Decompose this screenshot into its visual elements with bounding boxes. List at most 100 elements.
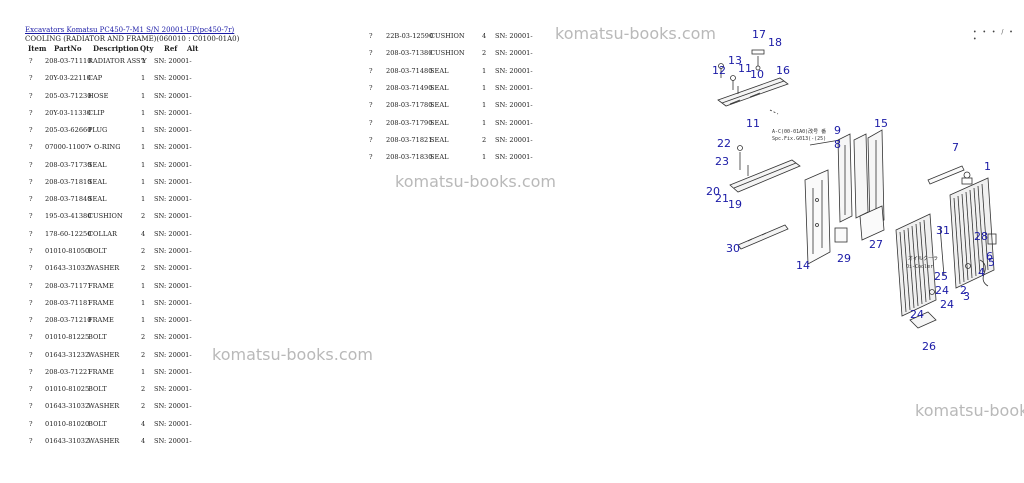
- cell-desc: CUSHION: [88, 212, 123, 221]
- cell-ref: SN: 20001-: [154, 195, 192, 204]
- callout-number: 6: [986, 250, 993, 263]
- cell-desc: WASHER: [88, 350, 120, 359]
- cell-item: ?: [29, 419, 33, 428]
- cell-desc: SEAL: [430, 66, 449, 75]
- cell-qty: 2: [482, 49, 487, 58]
- diagram-note: Spc.Fix.G013(-(25): [772, 136, 826, 142]
- cell-desc: CUSHION: [430, 32, 465, 40]
- cell-item: ?: [29, 264, 33, 273]
- callout-number: 12: [712, 64, 726, 77]
- cell-part-no: 195-03-41380: [45, 212, 92, 221]
- cell-item: ?: [369, 32, 373, 40]
- cell-part-no: 01643-31032: [45, 436, 90, 445]
- cell-desc: SEAL: [430, 83, 449, 92]
- callout-number: 14: [796, 259, 810, 272]
- callout-number: 4: [978, 266, 985, 279]
- diagram-drawing: [717, 49, 997, 329]
- cell-desc: FRAME: [88, 316, 114, 325]
- cell-qty: 1: [482, 118, 487, 127]
- cell-qty: 1: [141, 143, 146, 152]
- page-marks: • • • / • •: [973, 29, 1015, 43]
- cell-item: ?: [29, 402, 33, 411]
- cell-qty: 1: [141, 57, 146, 65]
- cell-qty: 1: [141, 108, 146, 117]
- cell-part-no: 208-03-71480: [386, 66, 433, 75]
- col-qty: Qty: [140, 44, 154, 53]
- cell-item: ?: [29, 126, 33, 135]
- cell-ref: SN: 20001-: [495, 83, 533, 92]
- cell-ref: SN: 20001-: [495, 118, 533, 127]
- cell-qty: 1: [141, 74, 146, 83]
- cell-desc: WASHER: [88, 436, 120, 445]
- watermark: komatsu-books.com: [212, 345, 373, 364]
- cell-qty: 2: [482, 135, 487, 144]
- cell-part-no: 20Y-03-11330: [45, 108, 91, 117]
- cell-part-no: 01643-31232: [45, 350, 90, 359]
- cell-part-no: 208-03-71171: [45, 281, 92, 290]
- cell-part-no: 01010-81020: [45, 419, 90, 428]
- cell-desc: CUSHION: [430, 49, 465, 58]
- callout-number: 5: [988, 256, 995, 269]
- cell-desc: SEAL: [88, 160, 107, 169]
- cell-ref: SN: 20001-: [154, 419, 192, 428]
- cell-part-no: 22B-03-12590: [386, 32, 434, 40]
- cell-qty: 2: [141, 333, 146, 342]
- cell-item: ?: [369, 83, 373, 92]
- cell-part-no: 01643-31032: [45, 402, 90, 411]
- cell-qty: 1: [141, 367, 146, 376]
- cell-ref: SN: 20001-: [154, 229, 192, 238]
- cell-item: ?: [29, 91, 33, 100]
- cell-ref: SN: 20001-: [495, 135, 533, 144]
- cell-part-no: 07000-11007: [45, 143, 90, 152]
- callout-number: 11: [738, 62, 752, 75]
- callout-number: 31: [936, 224, 950, 237]
- cell-item: ?: [29, 298, 33, 307]
- cell-item: ?: [29, 385, 33, 394]
- cell-ref: SN: 20001-: [154, 177, 192, 186]
- col-alt: Alt: [187, 44, 199, 53]
- cell-qty: 1: [141, 281, 146, 290]
- cell-desc: SEAL: [430, 101, 449, 110]
- cell-qty: 1: [141, 177, 146, 186]
- cell-ref: SN: 20001-: [154, 367, 192, 376]
- cell-qty: 4: [141, 436, 146, 445]
- callout-number: 11: [746, 117, 760, 130]
- callout-number: 15: [874, 117, 888, 130]
- callout-number: 1: [984, 160, 991, 173]
- cell-ref: SN: 20001-: [495, 101, 533, 110]
- cell-desc: PLUG: [88, 126, 108, 135]
- title-link[interactable]: Excavators Komatsu PC450-7-M1 S/N 20001-…: [25, 26, 235, 34]
- callout-number: 19: [728, 198, 742, 211]
- cell-part-no: 205-03-71230: [45, 91, 92, 100]
- cell-part-no: 208-03-71730: [45, 160, 92, 169]
- cell-part-no: 208-03-71490: [386, 83, 433, 92]
- cell-part-no: 208-03-71780: [386, 101, 433, 110]
- cell-item: ?: [369, 49, 373, 58]
- cell-desc: FRAME: [88, 367, 114, 376]
- cell-desc: RADIATOR ASS'Y: [88, 57, 147, 65]
- cell-ref: SN: 20001-: [154, 385, 192, 394]
- callout-number: 13: [728, 54, 742, 67]
- cell-qty: 1: [141, 126, 146, 135]
- cell-desc: WASHER: [88, 402, 120, 411]
- callout-number: 24: [940, 298, 954, 311]
- callout-number: 10: [750, 68, 764, 81]
- cell-item: ?: [29, 333, 33, 342]
- callout-number: 23: [715, 155, 729, 168]
- callout-number: 21: [715, 192, 729, 205]
- cell-qty: 4: [141, 229, 146, 238]
- callout-number: 18: [768, 36, 782, 49]
- watermark: komatsu-books.com: [555, 24, 716, 43]
- cell-part-no: 208-03-71790: [386, 118, 433, 127]
- cell-ref: SN: 20001-: [495, 66, 533, 75]
- cell-part-no: 208-03-71221: [45, 367, 92, 376]
- cell-part-no: 205-03-62660: [45, 126, 92, 135]
- cell-part-no: 208-03-71830: [386, 153, 433, 162]
- cell-desc: BOLT: [88, 246, 107, 255]
- cell-item: ?: [29, 212, 33, 221]
- col-item: Item: [28, 44, 47, 53]
- cell-part-no: 20Y-03-22110: [45, 74, 91, 83]
- cell-part-no: 01643-31032: [45, 264, 90, 273]
- oil-cooler-label: Oi-Cooler: [906, 264, 933, 270]
- callout-number: 27: [869, 238, 883, 251]
